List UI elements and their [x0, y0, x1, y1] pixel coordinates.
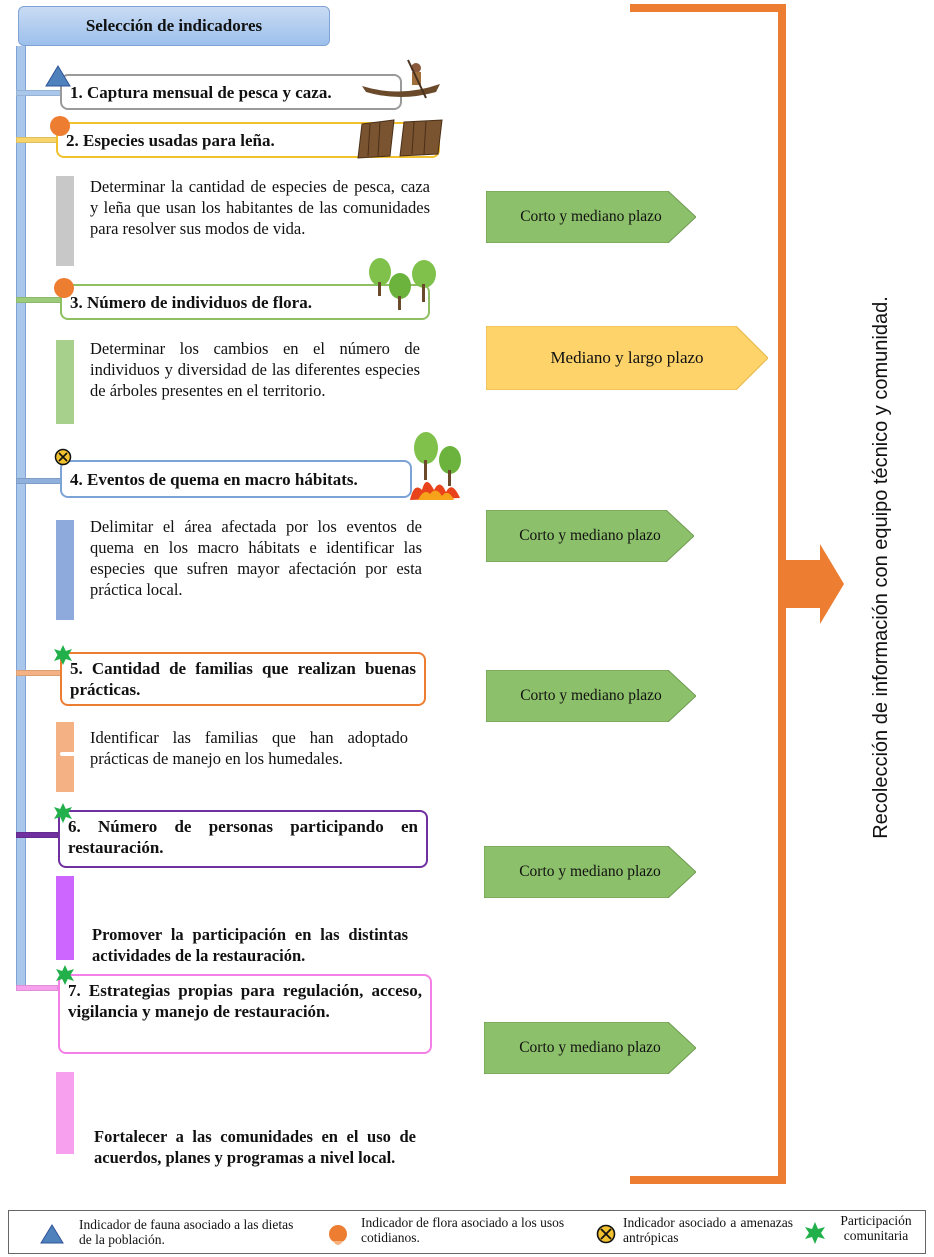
indicator-label-4: 4. Eventos de quema en macro hábitats.: [70, 469, 358, 489]
timeframe-arrow-4: Corto y mediano plazo: [486, 670, 696, 722]
timeframe-label-5: Corto y mediano plazo: [519, 863, 661, 880]
canoe-icon: [362, 59, 440, 99]
connector-4: [16, 478, 66, 484]
description-4: Identificar las familias que han adoptad…: [90, 728, 408, 768]
firewood-icon: [357, 119, 443, 159]
description-3: Delimitar el área afectada por los event…: [90, 517, 422, 599]
orange-circle-icon: [329, 1225, 347, 1245]
title-box: Selección de indicadores: [18, 6, 330, 46]
desc-bar-1: [56, 176, 74, 266]
timeframe-arrow-3: Corto y mediano plazo: [486, 510, 694, 562]
blue-triangle-icon: [40, 1224, 64, 1244]
trees-icon: [369, 258, 436, 310]
blue-triangle-icon: [45, 65, 71, 87]
timeframe-label-1: Corto y mediano plazo: [520, 208, 662, 225]
legend-text-flora: Indicador de flora asociado a los usos c…: [361, 1215, 565, 1245]
indicator-label-7: 7. Estrategias propias para regulación, …: [68, 981, 422, 1021]
timeframe-arrow-6: Corto y mediano plazo: [484, 1022, 696, 1074]
legend-text-threats: Indicador asociado a amenazas antrópicas: [623, 1215, 793, 1245]
connector-6: [16, 832, 58, 838]
description-1: Determinar la cantidad de especies de pe…: [90, 177, 430, 238]
description-5: Promover la participación en las distint…: [92, 925, 408, 965]
indicator-box-3: 3. Número de individuos de flora.: [60, 284, 430, 320]
green-star-icon: [54, 803, 72, 823]
indicator-box-6: 6. Número de personas participando en re…: [58, 810, 428, 868]
timeframe-arrow-5: Corto y mediano plazo: [484, 846, 696, 898]
indicator-label-2: 2. Especies usadas para leña.: [66, 130, 275, 150]
timeframe-label-4: Corto y mediano plazo: [520, 687, 662, 704]
timeframe-label-6: Corto y mediano plazo: [519, 1039, 661, 1056]
indicator-box-1: 1. Captura mensual de pesca y caza.: [60, 74, 402, 110]
spacer: [60, 752, 76, 756]
description-6: Fortalecer a las comunidades en el uso d…: [94, 1127, 416, 1167]
legend-text-fauna: Indicador de fauna asociado a las dietas…: [79, 1217, 294, 1247]
timeframe-arrow-2: Mediano y largo plazo: [486, 326, 768, 390]
indicator-box-4: 4. Eventos de quema en macro hábitats.: [60, 460, 412, 498]
legend-text-participation: Participación comunitaria: [840, 1213, 912, 1243]
page-title: Selección de indicadores: [85, 16, 263, 35]
connector-7: [16, 985, 58, 991]
indicator-box-5: 5. Cantidad de familias que realizan bue…: [60, 652, 426, 706]
desc-bar-5: [56, 876, 74, 960]
x-circle-icon: [596, 1224, 616, 1244]
vertical-caption: Recolección de información con equipo té…: [851, 245, 911, 890]
x-circle-icon: [54, 448, 72, 466]
orange-bracket: [630, 4, 844, 1184]
desc-bar-2: [56, 340, 74, 424]
green-star-icon: [54, 645, 72, 665]
desc-bar-4: [56, 722, 74, 792]
indicator-label-3: 3. Número de individuos de flora.: [70, 292, 312, 312]
indicator-label-6: 6. Número de personas participando en re…: [68, 817, 418, 857]
description-2: Determinar los cambios en el número de i…: [90, 339, 420, 400]
desc-bar-6: [56, 1072, 74, 1154]
legend: Indicador de fauna asociado a las dietas…: [8, 1210, 926, 1254]
connector-5: [16, 670, 62, 676]
burning-trees-icon: [410, 432, 461, 500]
indicator-label-5: 5. Cantidad de familias que realizan bue…: [70, 659, 416, 699]
orange-circle-icon: [50, 116, 70, 136]
green-star-icon: [56, 965, 74, 985]
vertical-connector: [16, 46, 26, 990]
vertical-caption-text: Recolección de información con equipo té…: [869, 296, 892, 839]
orange-circle-icon: [54, 278, 74, 298]
timeframe-arrow-1: Corto y mediano plazo: [486, 191, 696, 243]
timeframe-label-3: Corto y mediano plazo: [519, 527, 661, 544]
indicator-box-7: 7. Estrategias propias para regulación, …: [58, 974, 432, 1054]
desc-bar-3: [56, 520, 74, 620]
indicator-label-1: 1. Captura mensual de pesca y caza.: [70, 82, 332, 102]
green-star-icon: [805, 1222, 825, 1244]
timeframe-label-2: Mediano y largo plazo: [550, 348, 704, 367]
